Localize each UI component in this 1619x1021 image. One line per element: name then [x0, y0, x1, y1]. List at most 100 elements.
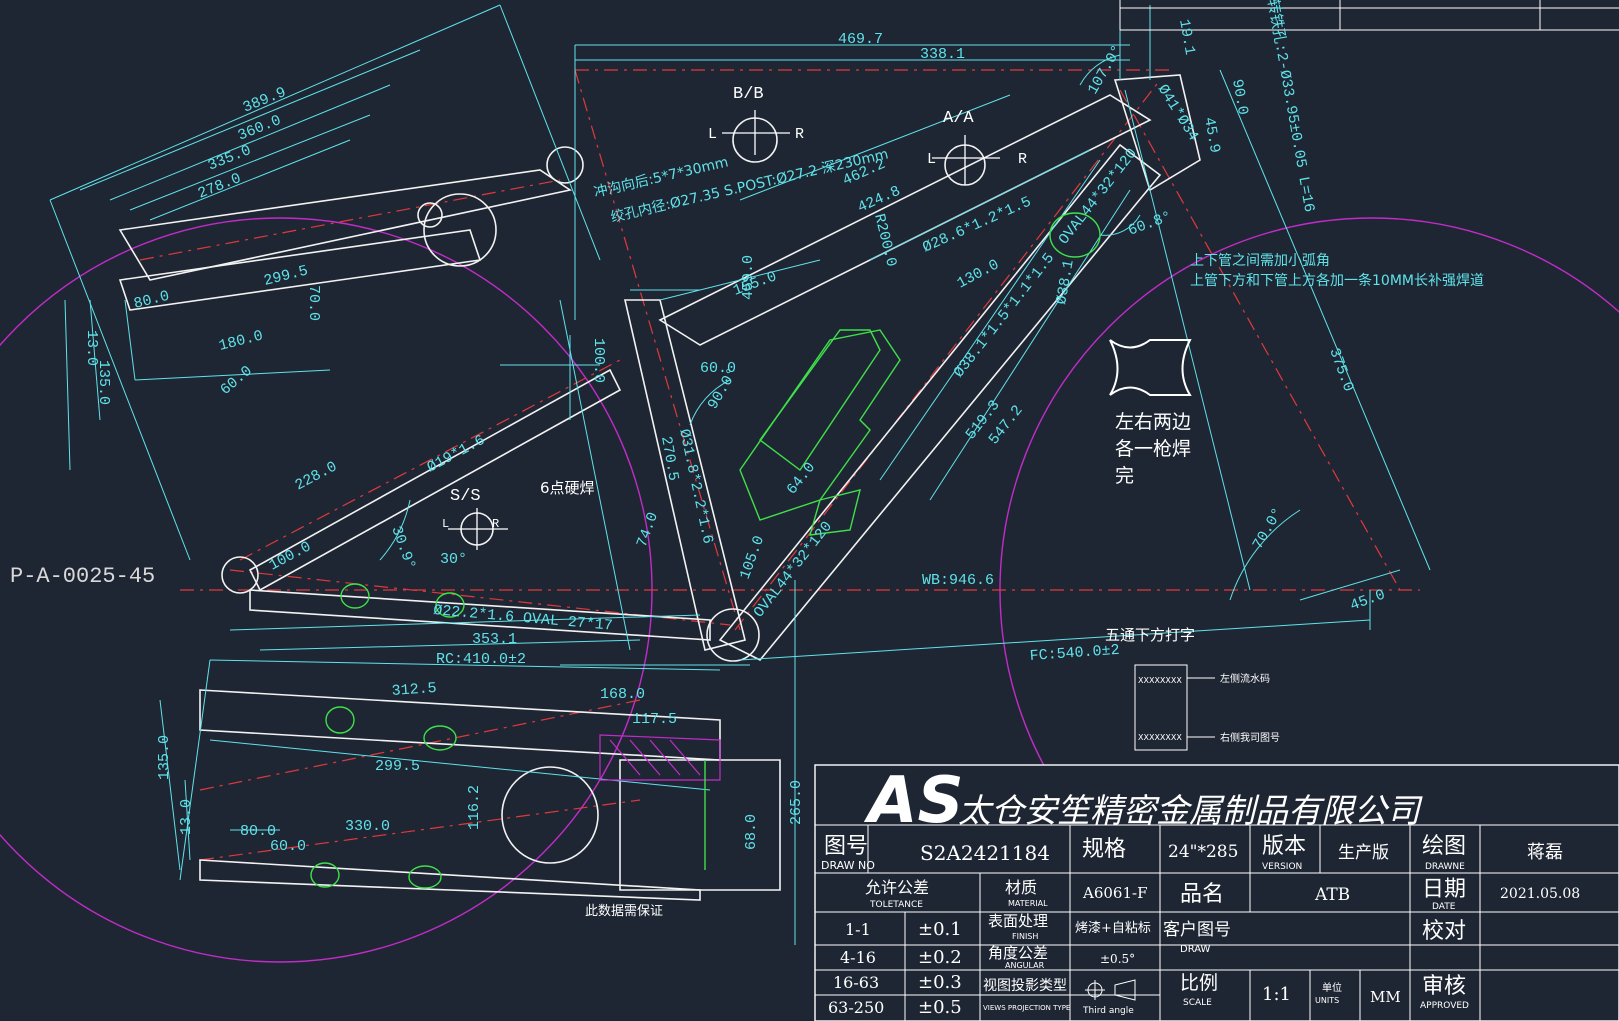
name-value: ATB: [1314, 885, 1350, 905]
date-value: 2021.05.08: [1500, 886, 1580, 902]
note-weld2: 上管下方和下管上方各加一条10MM长补强焊道: [1190, 272, 1484, 289]
version-label: 版本: [1262, 834, 1306, 859]
proj-label: 视图投影类型: [983, 978, 1067, 994]
bb-right: R: [795, 126, 804, 143]
tol-range-3: 16-63: [833, 973, 879, 992]
dim-168: 168.0: [600, 686, 645, 703]
tol-label-en: TOLETANCE: [869, 900, 923, 910]
bb-left: L: [708, 126, 717, 143]
company-logo: AS: [863, 764, 964, 838]
dim-19: 19.1: [1175, 18, 1198, 56]
drawno-value: S2A2421184: [920, 841, 1050, 865]
cust-label: 客户图号: [1163, 920, 1231, 940]
material-label: 材质: [1005, 878, 1037, 897]
dim-60c: 60.0: [270, 838, 306, 855]
tolerance-rows: 1-1 ±0.1 4-16 ±0.2 16-63 ±0.3 63-250 ±0.…: [828, 919, 962, 1018]
note-left-serial: 左侧流水码: [1220, 672, 1270, 685]
section-ss: S/S: [450, 487, 481, 506]
tol-range-1: 1-1: [845, 920, 871, 939]
dim-469: 469.7: [838, 31, 883, 48]
date-label-en: DATE: [1432, 902, 1456, 912]
drawn-label-en: DRAWNE: [1425, 862, 1465, 872]
note-bb-mark: 五通下方打字: [1105, 626, 1195, 644]
drawn-value: 蒋磊: [1527, 842, 1563, 863]
rear-center: RC:410.0±2: [436, 651, 526, 668]
company-name: 太仓安笙精密金属制品有限公司: [958, 791, 1423, 830]
note-side2: 各一枪焊: [1115, 438, 1191, 460]
dim-135b: 135.0: [156, 735, 173, 780]
note-guarantee: 此数据需保证: [585, 904, 663, 919]
tol-value-1: ±0.1: [918, 919, 962, 940]
dimension-lines: [49, 4, 1431, 945]
version-label-en: VERSION: [1262, 862, 1302, 872]
tube-profile-icon: [1109, 339, 1192, 396]
approve-label-en: APPROVED: [1420, 1001, 1469, 1011]
dim-265: 265.0: [788, 780, 805, 825]
tol-value-4: ±0.5: [918, 997, 962, 1018]
spec-label: 规格: [1082, 837, 1126, 862]
dim-68: 68.0: [743, 814, 760, 850]
dim-30deg: 30°: [440, 551, 467, 568]
finish-value: 烤漆+自粘标: [1075, 920, 1151, 936]
dim-60b: 60.0: [700, 360, 736, 377]
dim-353: 353.1: [472, 631, 517, 648]
dim-13b: 13.0: [178, 799, 195, 835]
wheelbase: WB:946.6: [922, 572, 994, 589]
proj-value: Third angle: [1082, 1006, 1134, 1016]
dim-459: 459.0: [740, 255, 757, 300]
cust-label-en: DRAW: [1180, 944, 1211, 955]
drawn-label: 绘图: [1422, 834, 1466, 859]
serial-code-1: XXXXXXXX: [1138, 676, 1182, 685]
dim-116: 116.2: [466, 785, 483, 830]
drawno-label: 图号: [824, 834, 868, 859]
version-value: 生产版: [1338, 843, 1389, 863]
ss-right: R: [492, 517, 499, 531]
tol-range-2: 4-16: [840, 948, 876, 967]
note-weld1: 上下管之间需加小弧角: [1190, 253, 1330, 269]
angle-value: ±0.5°: [1100, 952, 1135, 966]
dim-338: 338.1: [920, 46, 965, 63]
note-spot: 6点硬焊: [540, 479, 595, 497]
dim-80b: 80.0: [240, 823, 276, 840]
title-block: AS 太仓安笙精密金属制品有限公司 图号 DRAW NO S2A2421184 …: [814, 764, 1619, 1021]
material-value: A6061-F: [1082, 884, 1147, 902]
drawing-id: P-A-0025-45: [10, 564, 155, 589]
revision-table: [1119, 0, 1619, 31]
finish-label-en: FINISH: [1012, 932, 1038, 941]
scale-label: 比例: [1180, 972, 1218, 994]
check-label: 校对: [1422, 919, 1466, 944]
material-label-en: MATERIAL: [1008, 899, 1048, 908]
finish-label: 表面处理: [988, 912, 1048, 930]
dim-45-9: 45.9: [1200, 116, 1223, 154]
dim-13: 13.0: [83, 330, 100, 366]
section-labels: B/B A/A S/S L R L R L R P-A-0025-45: [10, 85, 1027, 589]
scale-label-en: SCALE: [1183, 998, 1212, 1008]
tol-label: 允许公差: [865, 878, 929, 897]
dim-330: 330.0: [345, 818, 390, 835]
third-angle-icon: [1085, 979, 1136, 1001]
green-parts: [310, 212, 1101, 889]
scale-value: 1:1: [1262, 984, 1291, 1005]
spec-value: 24"*285: [1168, 842, 1238, 862]
dim-100: 100.0: [590, 338, 607, 383]
tol-value-3: ±0.3: [918, 972, 962, 993]
tol-range-4: 63-250: [828, 998, 884, 1017]
dim-135: 135.0: [95, 360, 112, 405]
dim-299b: 299.5: [375, 758, 420, 775]
unit-label: 单位: [1322, 981, 1342, 994]
ss-left: L: [442, 517, 449, 531]
tol-value-2: ±0.2: [918, 947, 962, 968]
drawno-label-en: DRAW NO: [821, 859, 875, 872]
dim-117: 117.5: [632, 711, 677, 728]
unit-value: MM: [1370, 988, 1401, 1006]
note-right-code: 右侧我司图号: [1220, 731, 1280, 744]
approve-label: 审核: [1422, 974, 1466, 999]
date-label: 日期: [1422, 877, 1466, 902]
note-side1: 左右两边: [1115, 411, 1191, 433]
dim-70: 70.0: [305, 285, 322, 321]
dim-312: 312.5: [391, 680, 437, 700]
frame-outline: [118, 74, 1201, 901]
angle-label: 角度公差: [988, 944, 1048, 962]
section-aa: A/A: [943, 109, 974, 128]
